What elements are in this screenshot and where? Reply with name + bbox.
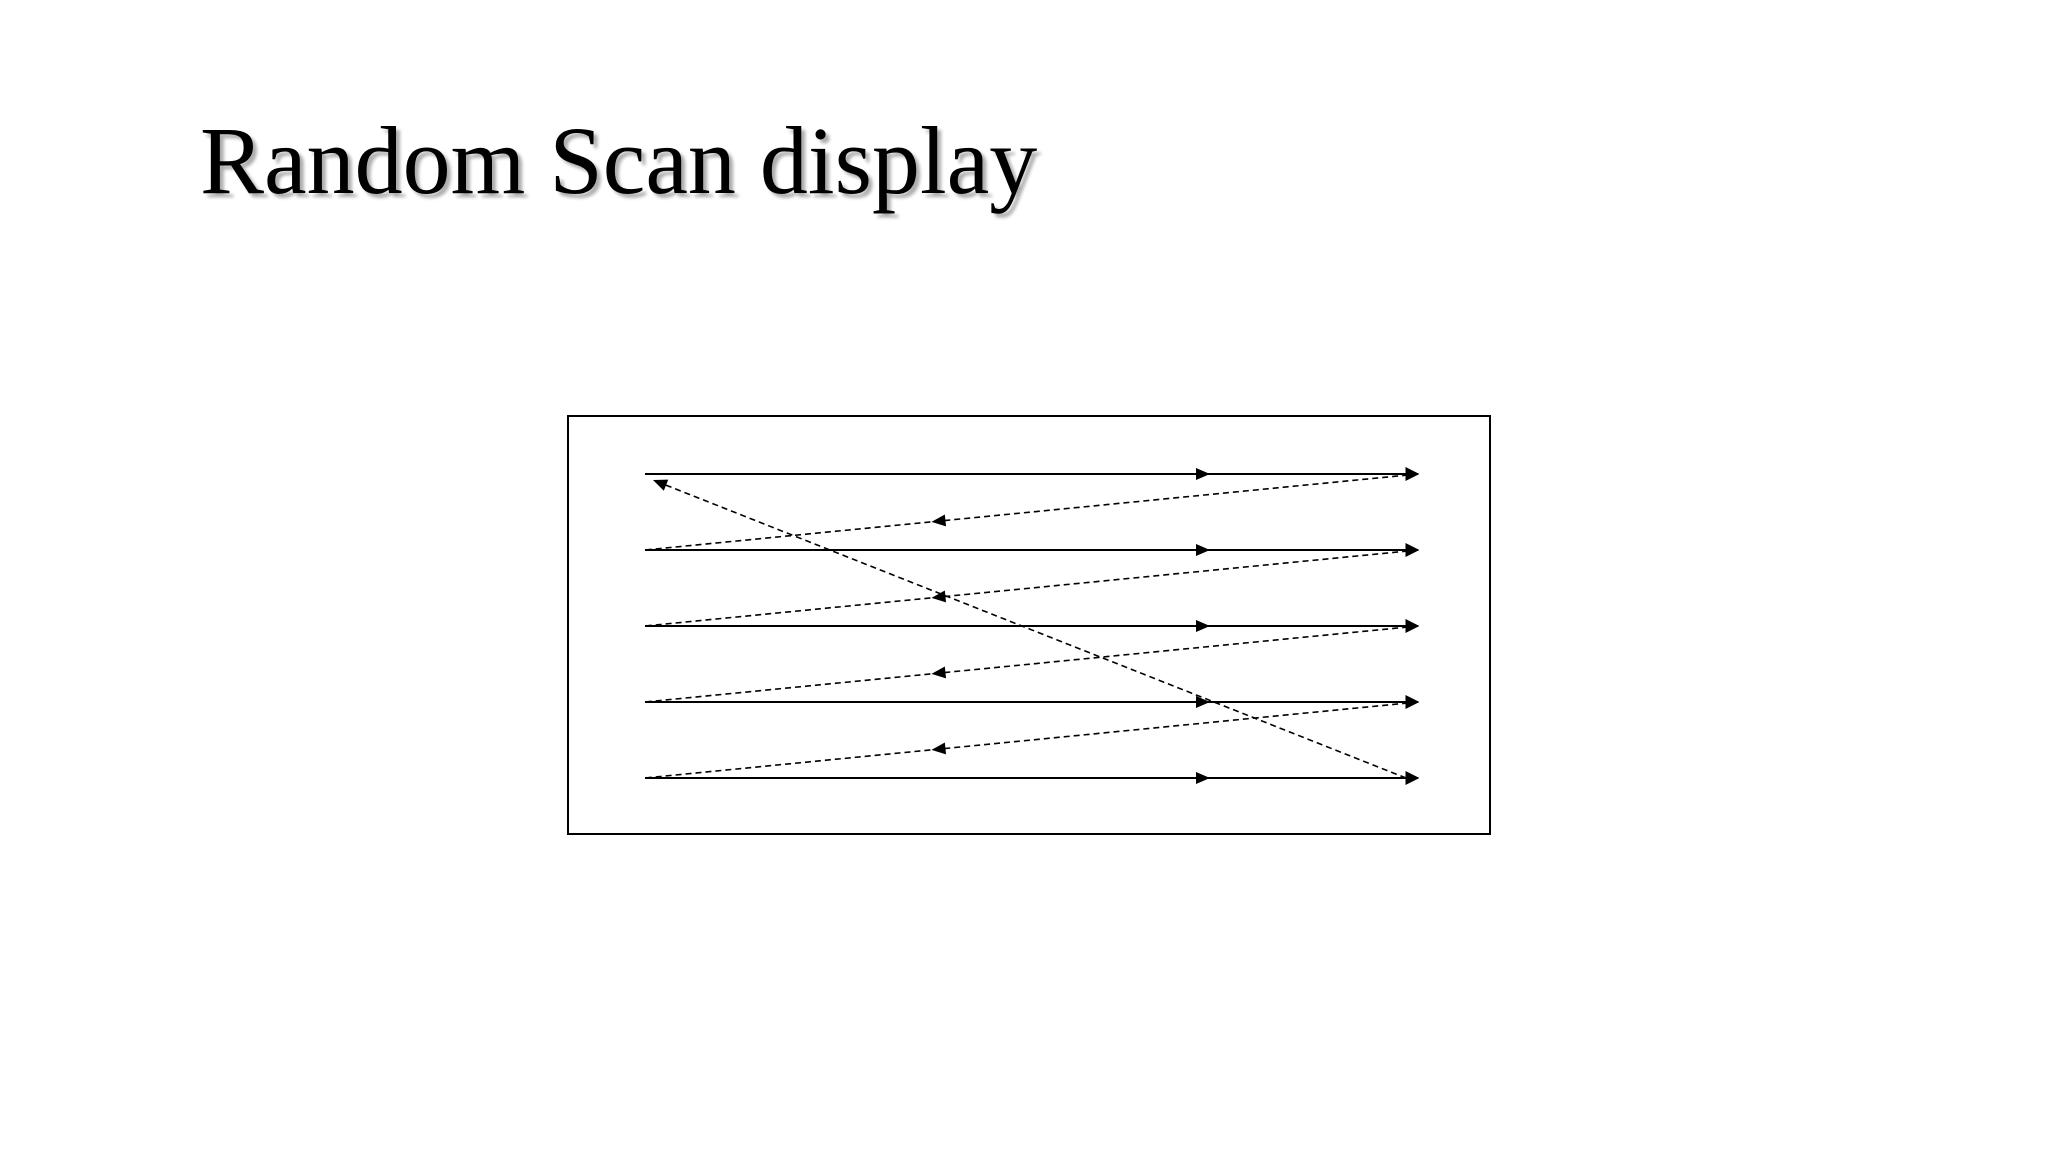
horizontal-retrace-line bbox=[644, 549, 1419, 627]
vertical-retrace bbox=[652, 479, 1407, 779]
screen-frame bbox=[567, 415, 1491, 835]
horizontal-retrace-lines bbox=[644, 473, 1419, 779]
scan-line-mid-arrow bbox=[1196, 696, 1210, 708]
horizontal-retrace-line bbox=[644, 473, 1419, 551]
horizontal-retrace-line bbox=[644, 701, 1419, 779]
scan-line-mid-arrow bbox=[1196, 544, 1210, 556]
horizontal-retrace-arrow bbox=[931, 742, 947, 755]
vertical-retrace-line bbox=[652, 479, 1407, 779]
horizontal-retrace-arrow bbox=[931, 514, 947, 527]
scan-lines bbox=[645, 467, 1420, 785]
horizontal-retrace-arrow bbox=[931, 666, 947, 679]
scan-line-mid-arrow bbox=[1196, 620, 1210, 632]
scan-line-mid-arrow bbox=[1196, 772, 1210, 784]
vertical-retrace-arrow bbox=[653, 479, 669, 491]
horizontal-retrace-arrow bbox=[931, 590, 947, 603]
slide-title: Random Scan display bbox=[200, 107, 1038, 214]
scan-line-mid-arrow bbox=[1196, 468, 1210, 480]
horizontal-retrace-line bbox=[644, 625, 1419, 703]
